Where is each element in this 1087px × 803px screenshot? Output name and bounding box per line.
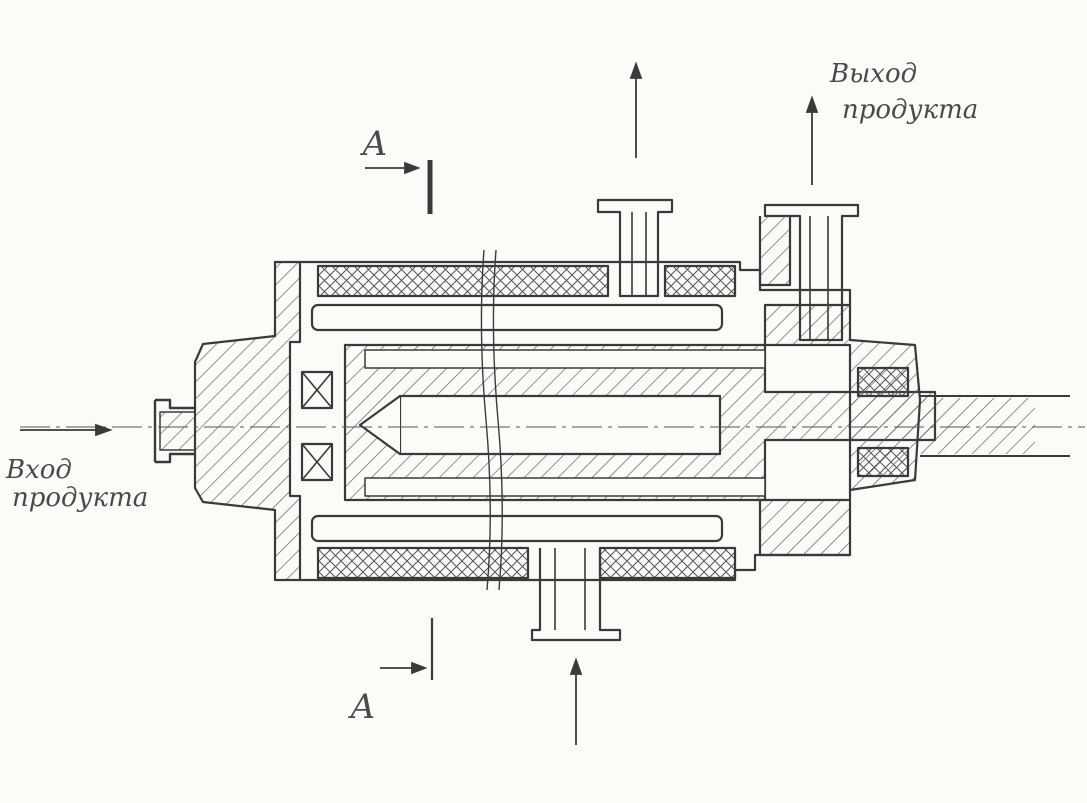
section-label-top: А	[360, 124, 388, 164]
inner-jacket-top	[310, 303, 724, 332]
inner-jacket-bottom	[310, 514, 724, 543]
rotor-coil-top	[364, 349, 766, 369]
seal-right-bottom	[856, 446, 910, 478]
rotor-bore	[398, 394, 722, 456]
left-end-cover	[193, 260, 302, 582]
shaft	[920, 395, 1070, 457]
inlet-label-top: Вход	[5, 455, 72, 485]
bottom-nozzle	[530, 548, 622, 642]
inlet-label-bottom: продукта	[12, 483, 148, 513]
rotor-coil-bottom	[364, 477, 766, 497]
seal-right-top	[856, 366, 910, 398]
top-nozzle-middle	[596, 198, 674, 298]
break-line	[480, 249, 491, 591]
outer-insulation-top	[316, 264, 610, 298]
inlet-nozzle	[153, 398, 195, 464]
outlet-label-top: Выход	[829, 59, 917, 89]
outer-insulation-bottom	[316, 546, 530, 580]
outlet-label-bottom: продукта	[842, 95, 978, 125]
section-label-bottom: А	[348, 687, 376, 727]
